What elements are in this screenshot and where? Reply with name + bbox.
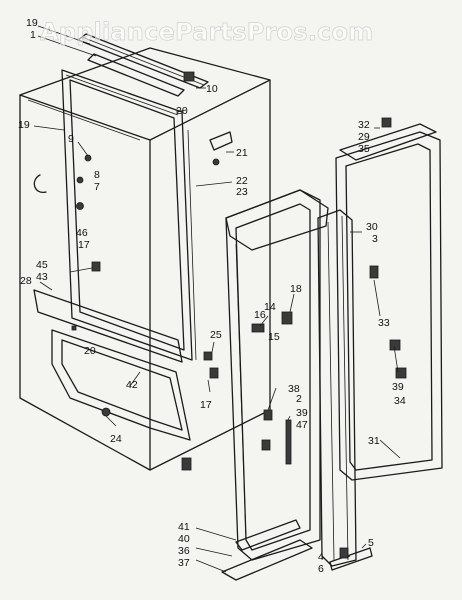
- callout-20-upper: 20: [176, 105, 188, 117]
- callout-41: 41: [178, 521, 190, 533]
- clip-icon: [369, 265, 379, 279]
- callout-19-side: 19: [18, 119, 30, 131]
- door-frame-right: [335, 123, 443, 481]
- callout-38: 38: [288, 383, 300, 395]
- bumper-icon: [263, 409, 273, 421]
- clip-icon: [91, 261, 101, 272]
- callout-31: 31: [368, 435, 380, 447]
- callout-3: 3: [372, 233, 378, 245]
- callout-33: 33: [378, 317, 390, 329]
- bumper-icon: [209, 367, 219, 379]
- callout-17-lower: 17: [200, 399, 212, 411]
- callout-45: 45: [36, 259, 48, 271]
- callout-37: 37: [178, 557, 190, 569]
- callout-labels: 19 1 10 20 19 9 21 8 7 22 23 32 29 35 46…: [18, 17, 406, 575]
- callout-22: 22: [236, 175, 248, 187]
- hinge-cap-icon: [381, 117, 392, 128]
- callout-25: 25: [210, 329, 222, 341]
- door-liner-frame: [61, 69, 197, 361]
- callout-40: 40: [178, 533, 190, 545]
- bumper-icon: [203, 351, 213, 361]
- callout-35: 35: [358, 143, 370, 155]
- hardware-parts: [33, 71, 407, 559]
- callout-20-lower: 20: [84, 345, 96, 357]
- spring-icon: [285, 419, 292, 465]
- callout-15: 15: [268, 331, 280, 343]
- hinge-plate-icon: [209, 131, 233, 151]
- callout-28: 28: [20, 275, 32, 287]
- door-frame-middle: [225, 189, 329, 561]
- callout-42: 42: [126, 379, 138, 391]
- callout-21: 21: [236, 147, 248, 159]
- callout-43: 43: [36, 271, 48, 283]
- screw-icon: [101, 407, 111, 417]
- callout-6: 6: [318, 563, 324, 575]
- bracket-icon: [281, 311, 293, 325]
- screw-icon: [84, 154, 92, 162]
- screw-icon: [76, 202, 84, 210]
- bumper-icon: [261, 439, 271, 451]
- callout-4: 4: [318, 551, 324, 563]
- latch-icon: [389, 339, 401, 351]
- callout-23: 23: [236, 186, 248, 198]
- callout-10: 10: [206, 83, 218, 95]
- callout-29: 29: [358, 131, 370, 143]
- leader-lines: [33, 25, 401, 573]
- door-bottom-frame: [33, 289, 191, 441]
- callout-39-mid: 39: [296, 407, 308, 419]
- hinge-cap-icon: [183, 71, 195, 82]
- callout-18: 18: [290, 283, 302, 295]
- latch-icon: [395, 367, 407, 379]
- callout-1: 1: [30, 29, 36, 41]
- callout-16: 16: [254, 309, 266, 321]
- callout-19-top: 19: [26, 17, 38, 29]
- watermark-text: AppliancePartsPros.com: [40, 18, 373, 46]
- screw-icon: [71, 325, 77, 331]
- callout-32: 32: [358, 119, 370, 131]
- door-side-channel: [317, 209, 357, 567]
- bracket-icon: [251, 323, 265, 333]
- callout-24: 24: [110, 433, 122, 445]
- callout-9: 9: [68, 133, 74, 145]
- callout-7: 7: [94, 181, 100, 193]
- cap-icon: [339, 547, 349, 559]
- callout-2: 2: [296, 393, 302, 405]
- callout-36: 36: [178, 545, 190, 557]
- callout-30: 30: [366, 221, 378, 233]
- callout-8: 8: [94, 169, 100, 181]
- callout-39-right: 39: [392, 381, 404, 393]
- callout-47: 47: [296, 419, 308, 431]
- wire-icon: [33, 174, 47, 193]
- callout-46: 46: [76, 227, 88, 239]
- screw-icon: [76, 176, 84, 184]
- callout-14: 14: [264, 301, 276, 313]
- callout-5: 5: [368, 537, 374, 549]
- bottom-trims: [221, 519, 373, 581]
- callout-34: 34: [394, 395, 406, 407]
- callout-17-left: 17: [78, 239, 90, 251]
- screw-icon: [212, 158, 220, 166]
- cap-icon: [181, 457, 192, 471]
